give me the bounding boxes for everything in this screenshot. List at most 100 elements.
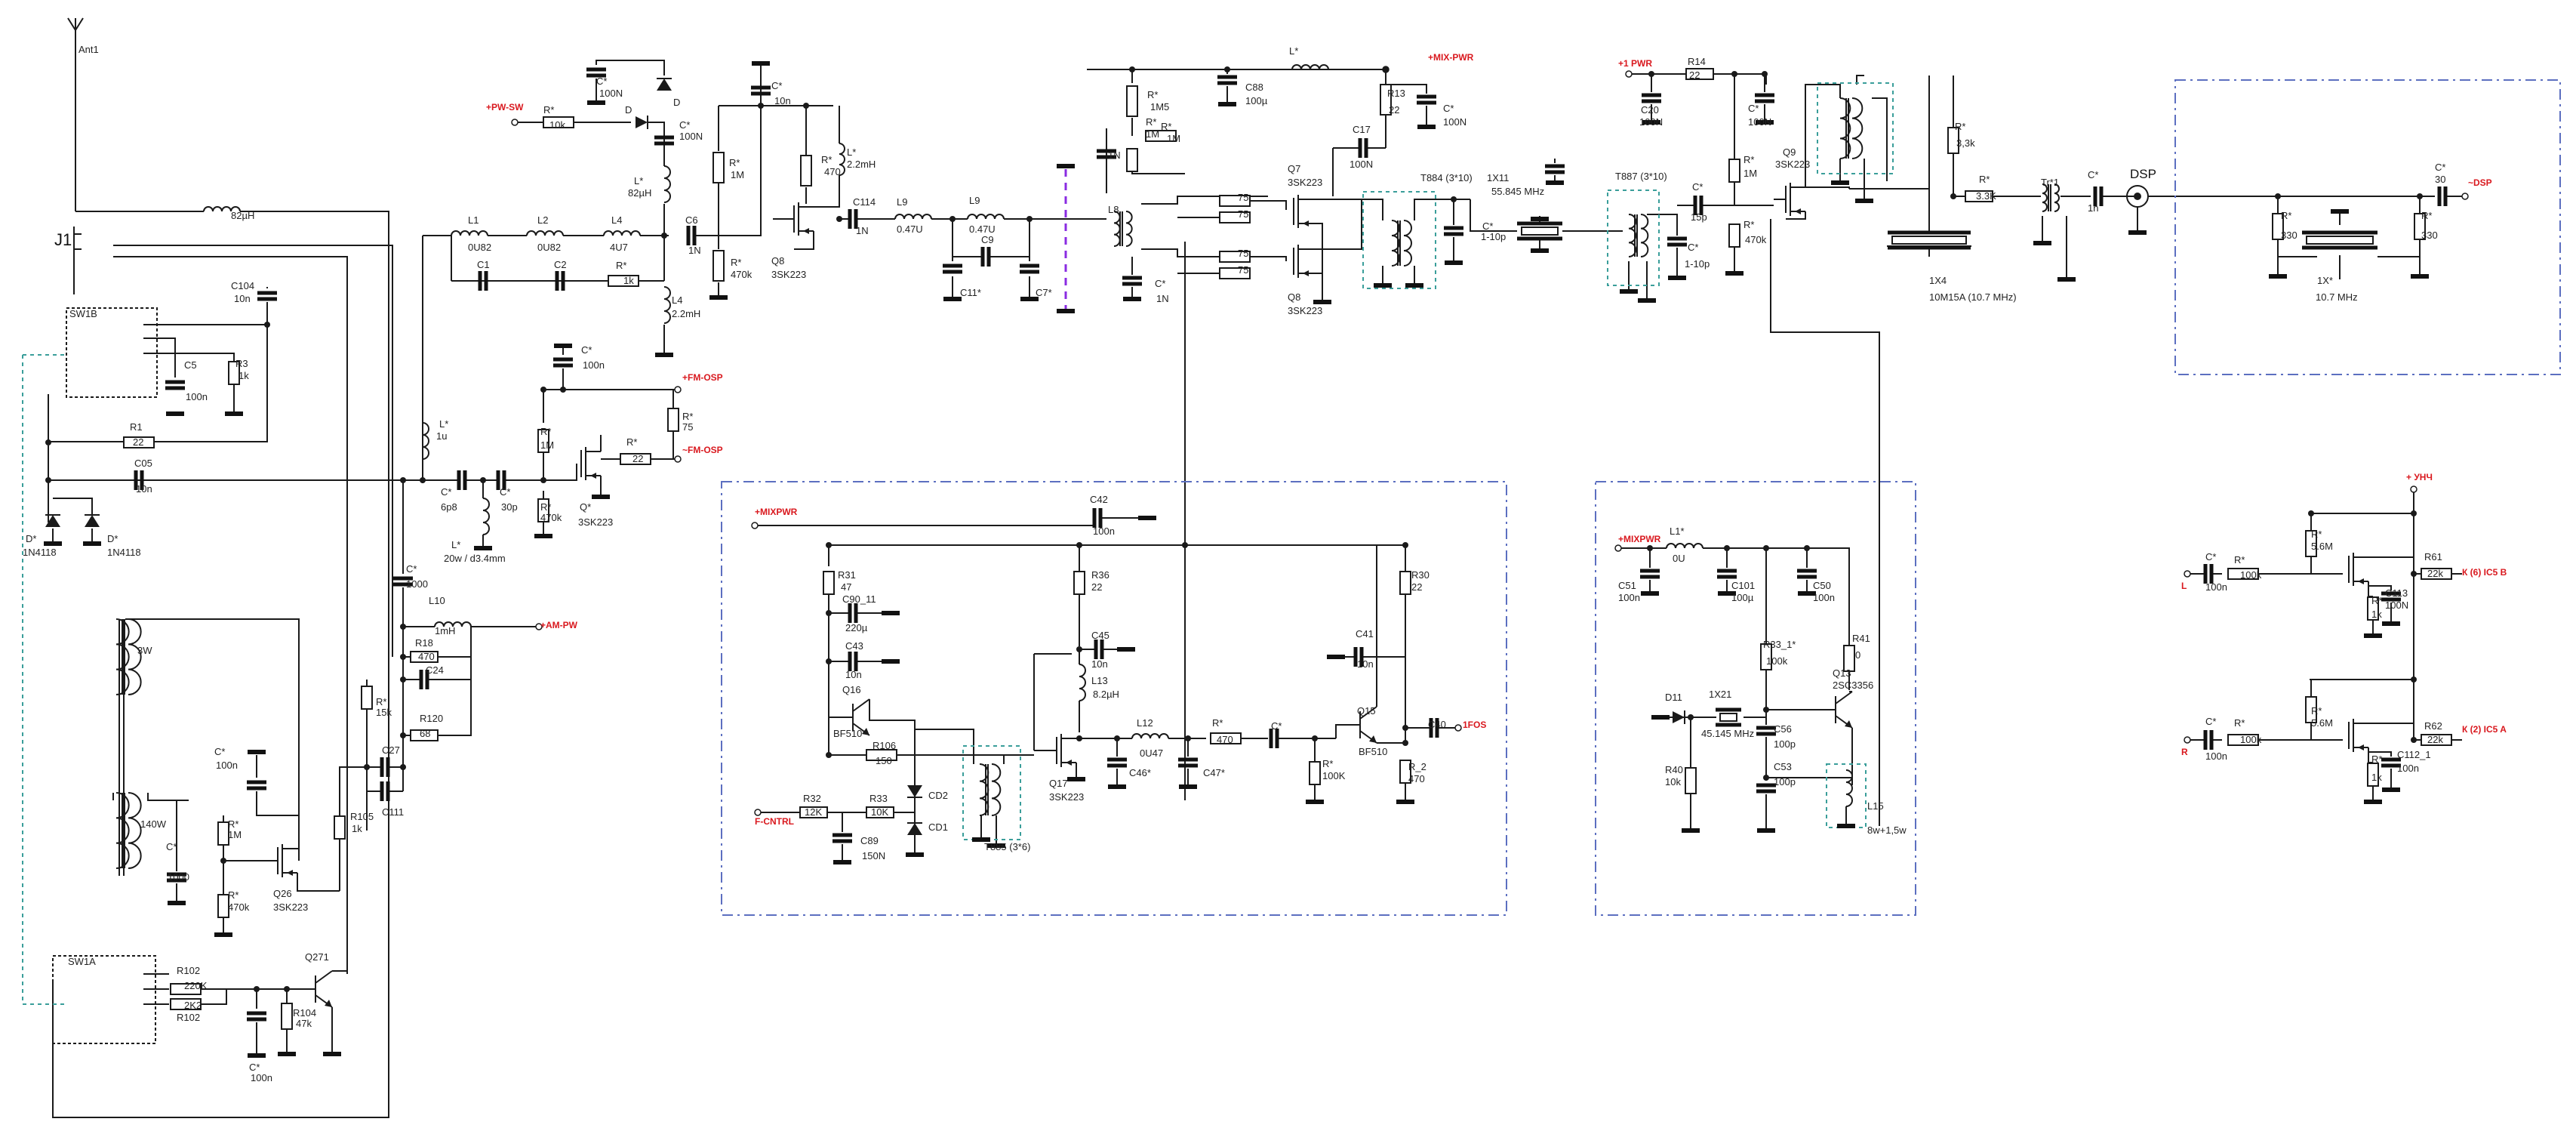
resistor — [1843, 645, 1855, 672]
label-r33: R33 — [869, 793, 888, 804]
inductor — [482, 498, 490, 535]
resistor — [543, 116, 574, 128]
label-r75b: 75 — [1238, 208, 1248, 220]
label-r-470k-b: R* — [1743, 219, 1754, 230]
label-r-1k-b: R* — [2371, 754, 2382, 765]
label-l10: L10 — [429, 595, 445, 606]
bjt-collector — [852, 698, 870, 712]
label-r-470k-c: R* — [540, 501, 551, 513]
inductor — [1079, 664, 1086, 701]
label-r-100k-b: R* — [2234, 554, 2245, 566]
label-ynch: + УНЧ — [2406, 472, 2433, 482]
junction-dot — [1383, 66, 1389, 72]
label-mixpwr-b3: +MIXPWR — [1618, 534, 1661, 544]
wire — [2310, 557, 2343, 575]
label-r-33k-a: R* — [1955, 121, 1965, 132]
label-c53-v: 100p — [1774, 776, 1796, 787]
label-c11: C11* — [960, 287, 981, 298]
inductor — [422, 422, 429, 460]
inductor — [115, 618, 130, 695]
label-q7: Q7 — [1288, 163, 1300, 174]
junction-dot — [826, 610, 832, 616]
label-r-56m-a: R* — [2311, 529, 2322, 540]
wire — [1647, 214, 1678, 236]
label-r75a: 75 — [1238, 192, 1248, 203]
wire — [915, 729, 974, 764]
label-q8b-v: 3SK223 — [1288, 305, 1322, 316]
fet-arrow — [287, 870, 293, 876]
label-r-470-a-v: 470 — [824, 166, 841, 177]
label-l-22mh-v: 2.2mH — [847, 159, 876, 170]
label-c-110p-b: C* — [1688, 242, 1698, 253]
label-r-33k-b: R* — [1979, 174, 1990, 185]
label-fmosp-plus: +FM-OSP — [682, 372, 723, 383]
inductor — [526, 230, 564, 236]
label-q15: Q15 — [1357, 705, 1376, 717]
label-c-110p-a-v: 1-10p — [1481, 231, 1506, 242]
wire — [147, 793, 189, 801]
label-q7-v: 3SK223 — [1288, 177, 1322, 188]
labels-layer: Ant1J182µHC10410nSW1BC5100nR31kR122C0510… — [23, 44, 2507, 1083]
label-l13: L13 — [1091, 675, 1108, 686]
label-c1: C1 — [477, 259, 490, 270]
oscillator2-block-outline — [1595, 481, 1916, 916]
label-d-a: D — [625, 104, 632, 116]
resistor — [410, 651, 439, 663]
label-c6: C6 — [685, 214, 698, 226]
junction-dot — [803, 103, 809, 109]
label-c-110p-a: C* — [1482, 220, 1493, 232]
label-sw1b: SW1B — [69, 308, 97, 319]
junction-dot — [400, 624, 406, 630]
label-c50: C50 — [1813, 580, 1831, 591]
label-k6: К (6) IC5 B — [2462, 567, 2507, 578]
t887-can — [1607, 190, 1660, 286]
resistor — [823, 571, 835, 595]
sw1b-box — [66, 307, 158, 398]
resistor — [170, 998, 202, 1010]
resistor — [1219, 211, 1251, 223]
inductor — [1839, 97, 1851, 159]
junction-dot — [1129, 66, 1135, 72]
diode — [1673, 711, 1685, 723]
wire — [339, 766, 367, 815]
diode — [907, 785, 922, 797]
inductor — [451, 230, 488, 236]
junction-dot — [1731, 71, 1737, 77]
label-r75c: 75 — [1238, 248, 1248, 259]
label-l2: L2 — [537, 214, 548, 226]
label-l13-v: 8.2µH — [1093, 689, 1119, 700]
junction-dot — [560, 387, 566, 393]
resistor — [1219, 195, 1251, 207]
label-cd2: CD2 — [928, 790, 948, 801]
dsp-block-outline — [2174, 79, 2561, 375]
label-c41-v: 10n — [1357, 658, 1374, 670]
label-q26-v: 3SK223 — [273, 901, 308, 913]
label-l-20w: L* — [451, 539, 460, 550]
fet-arrow — [2358, 578, 2364, 584]
label-d-b: D — [673, 97, 680, 108]
wire — [1856, 75, 1864, 85]
label-r18: R18 — [415, 637, 433, 649]
label-tr-140w: 140W — [140, 818, 167, 830]
resistor — [2414, 213, 2426, 240]
label-c111: C111 — [382, 806, 404, 818]
label-c-100n-c-v: 100N — [1443, 116, 1467, 128]
label-r-1m-c: R* — [1161, 121, 1171, 132]
label-t885: T885 (3*6) — [984, 841, 1030, 852]
wire — [1713, 73, 1767, 85]
label-l9b: L9 — [969, 195, 980, 206]
label-c-1n-c: C* — [2088, 169, 2098, 180]
junction-dot — [661, 233, 667, 239]
label-r-1k-b-v: 1k — [2371, 772, 2382, 783]
sw1a-box — [52, 955, 156, 1044]
label-c-100n-f-v: 100n — [216, 760, 238, 771]
label-r40-v: 10k — [1665, 776, 1681, 787]
components-layer — [44, 18, 2561, 1058]
label-c88-v: 100µ — [1245, 95, 1268, 106]
label-r-100k-c: R* — [2234, 717, 2245, 729]
label-r-470k-a-v: 470k — [731, 269, 752, 280]
label-r-470-a: R* — [821, 154, 832, 165]
junction-dot — [1451, 196, 1457, 202]
label-c-100n-c: C* — [1443, 103, 1454, 114]
